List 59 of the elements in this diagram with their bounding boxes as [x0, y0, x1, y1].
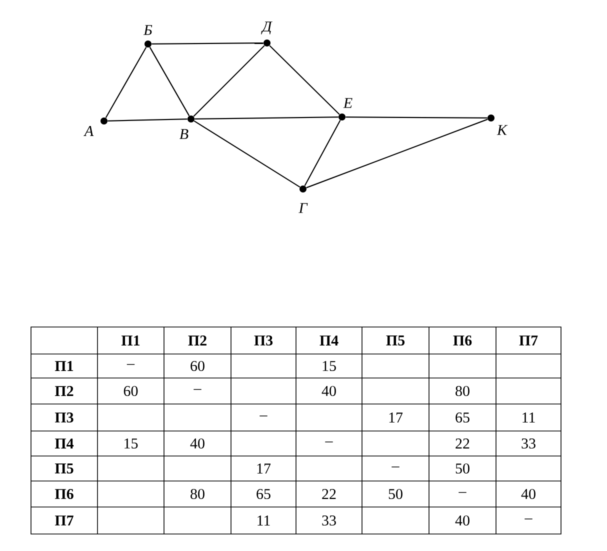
table-header: П2: [188, 336, 206, 346]
table-cell: 50: [456, 463, 470, 474]
table-header: П3: [254, 335, 273, 346]
table-header: П4: [54, 438, 74, 448]
table-header: П2: [54, 386, 74, 396]
table-cell: 40: [455, 515, 470, 526]
graph-edge: [194, 120, 300, 188]
table-header: П3: [54, 412, 74, 423]
table-cell: 17: [257, 464, 271, 474]
node-label: А: [84, 126, 94, 136]
node-label: К: [496, 125, 508, 135]
table-cell: 40: [521, 488, 536, 500]
table-cell: 60: [124, 386, 138, 396]
table-cell: 40: [322, 386, 336, 396]
table-cell: 33: [522, 438, 536, 449]
table-cell: 15: [322, 360, 336, 372]
table-header: П6: [54, 488, 74, 500]
graph-edge: [105, 46, 147, 118]
table-cell: 22: [456, 438, 470, 448]
node-label: Е: [343, 98, 352, 108]
node-label: В: [180, 129, 188, 139]
node-label: Г: [298, 203, 308, 213]
table-cell: 33: [322, 515, 336, 526]
table-cell: –: [126, 364, 135, 365]
table-header: П4: [320, 336, 338, 346]
table-cell: 11: [522, 412, 535, 422]
table-header: П5: [54, 464, 74, 474]
table-cell: 40: [190, 438, 204, 449]
table-cell: –: [392, 466, 400, 468]
table-cell: 17: [389, 412, 403, 422]
node-label: Д: [261, 22, 272, 34]
graph-edge: [306, 118, 488, 188]
table-header: П1: [121, 336, 140, 346]
table-cell: –: [524, 518, 532, 520]
table-cell: 65: [456, 412, 470, 423]
table-header: П7: [54, 516, 74, 526]
table-header: П6: [453, 335, 472, 346]
graph-edge: [149, 46, 190, 116]
table-cell: 65: [256, 488, 270, 500]
graph-edge: [194, 116, 338, 120]
table-cell: 80: [190, 488, 204, 500]
graph-edge: [346, 116, 488, 119]
graph-edge: [269, 45, 340, 115]
table-cell: 11: [258, 516, 270, 526]
graph-edge: [193, 45, 265, 117]
table-cell: –: [194, 389, 202, 390]
table-cell: 22: [322, 489, 336, 499]
table-cell: 50: [388, 488, 402, 500]
table-header: П1: [54, 361, 74, 371]
table-header: П7: [519, 336, 538, 346]
graph-edge: [108, 118, 188, 122]
table-cell: 15: [124, 438, 138, 449]
table-cell: 60: [190, 360, 204, 372]
graph-edge: [304, 120, 341, 186]
table-header: П5: [386, 336, 405, 346]
table-cell: –: [458, 492, 466, 493]
table-cell: 80: [456, 386, 470, 396]
node-label: Б: [143, 25, 152, 35]
graph-edge: [152, 42, 264, 45]
